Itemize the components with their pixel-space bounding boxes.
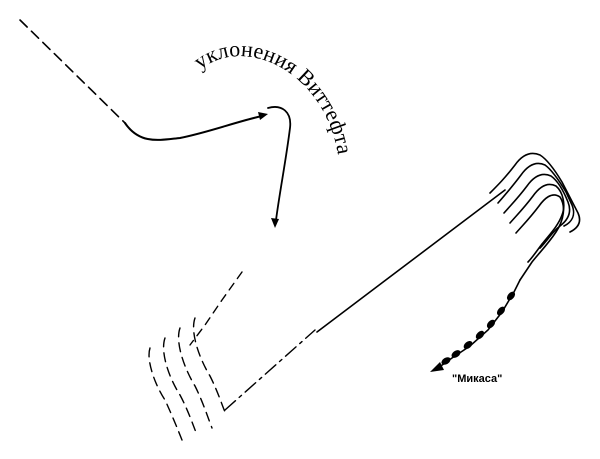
end-label: "Микаса": [452, 373, 502, 385]
track-beads: [441, 291, 516, 365]
hook-line: [267, 106, 292, 221]
beaded-track: [437, 279, 521, 369]
approach-dashed-line: [19, 19, 126, 124]
lower-dashed-course: [189, 271, 243, 346]
arc-label-text: уклонения Виттефта: [189, 36, 358, 156]
stacked-loops: [489, 152, 581, 281]
turn-arrowhead: [258, 112, 268, 120]
arc-label: уклонения Виттефта: [189, 36, 358, 156]
main-course-line: [316, 189, 506, 333]
dashed-loops: [148, 317, 226, 441]
turn-curve: [124, 115, 263, 141]
track-arrowhead: [430, 362, 444, 372]
down-arrowhead: [271, 218, 279, 228]
link-dashed-line: [224, 329, 316, 411]
